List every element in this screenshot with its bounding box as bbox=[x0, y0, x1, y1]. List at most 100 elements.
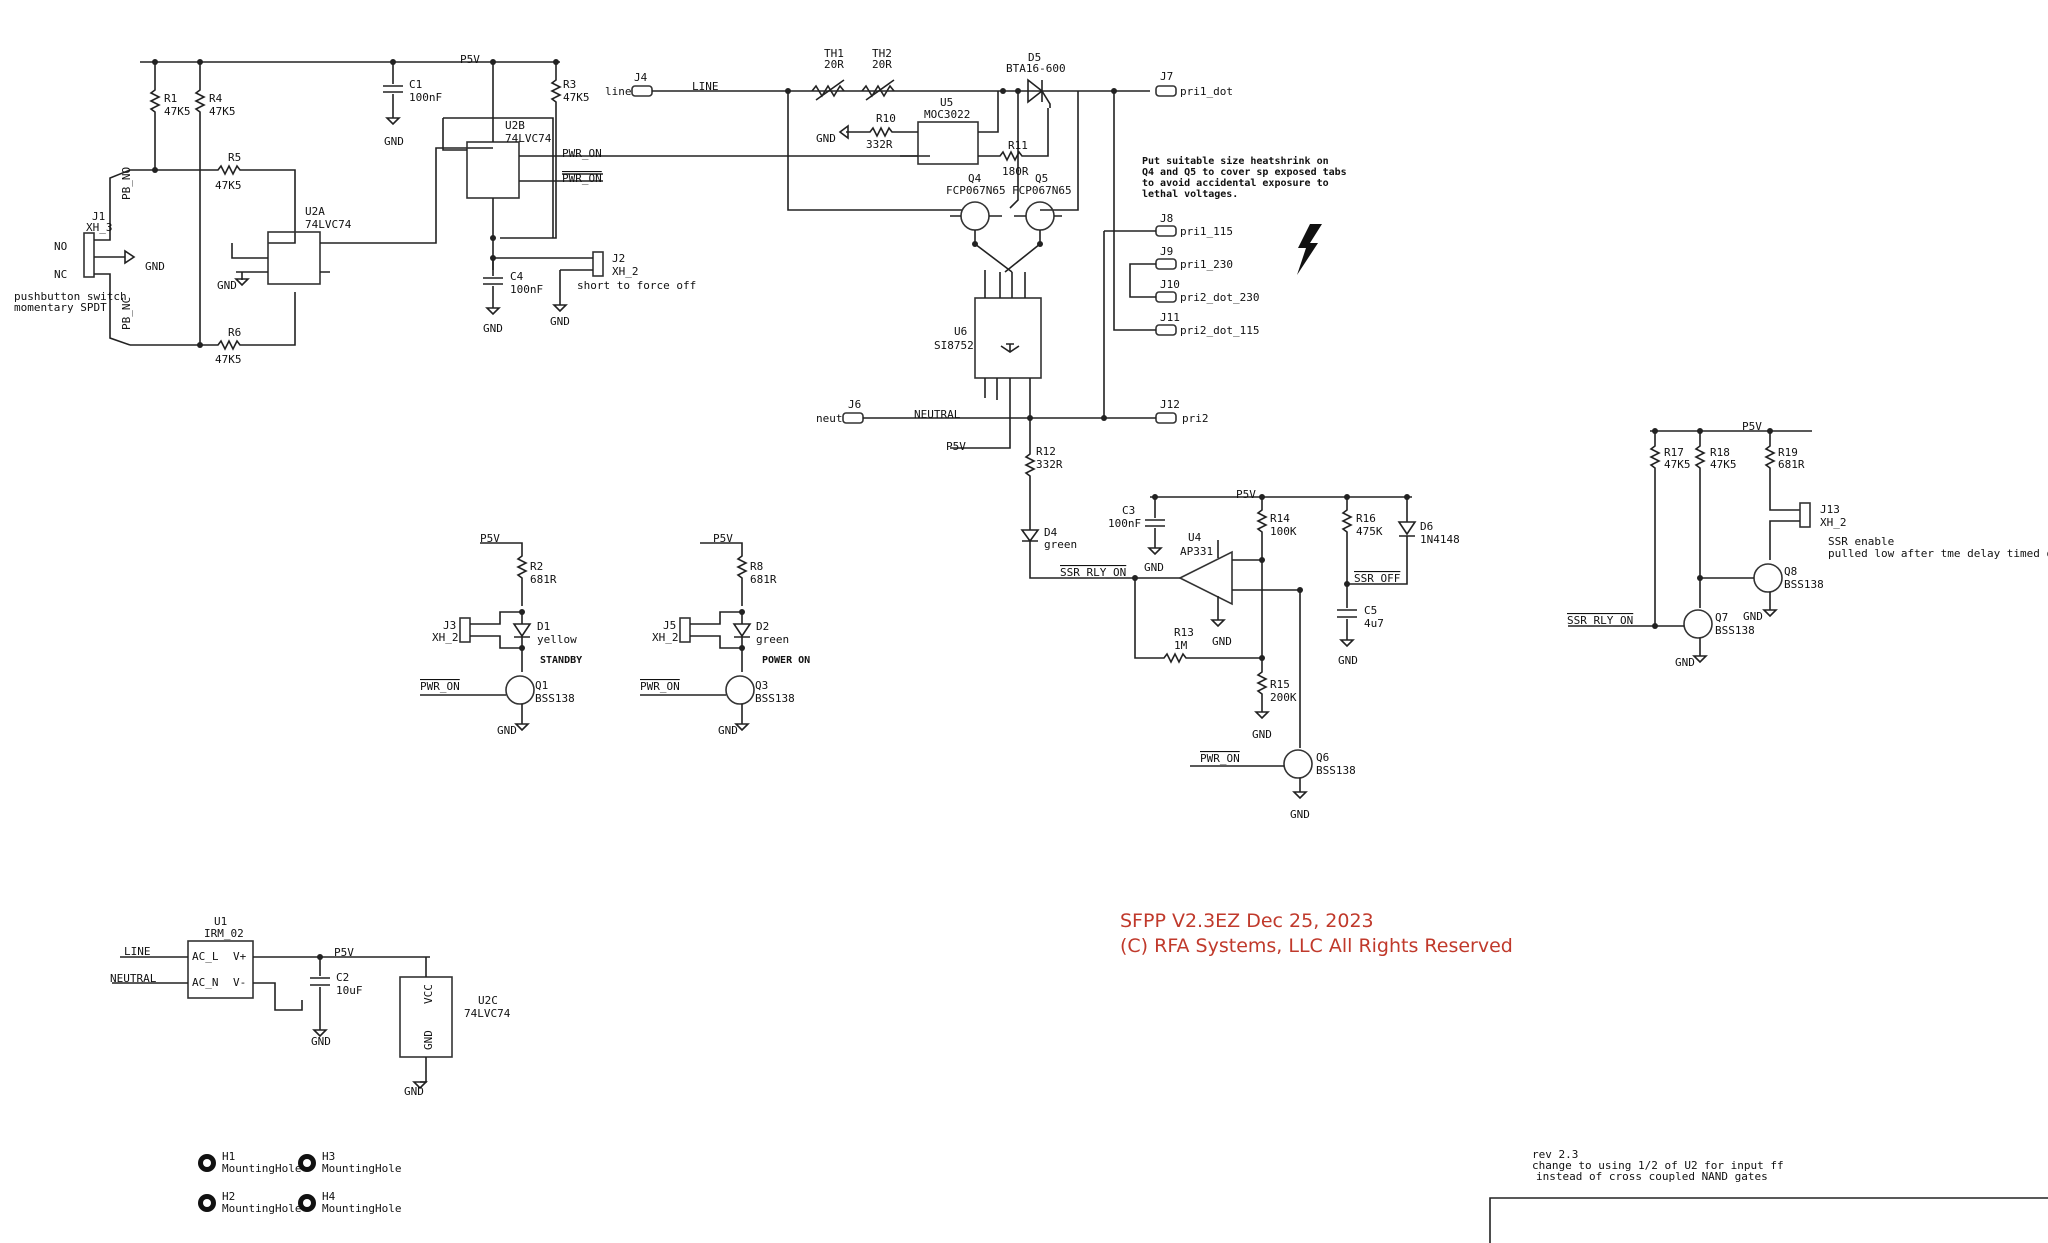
label-ssr-rly-on: SSR_RLY_ON bbox=[1060, 566, 1126, 579]
label-j5-ref: J5 bbox=[663, 619, 676, 632]
label-r16-ref: R16 bbox=[1356, 512, 1376, 525]
label-c1-val: 100nF bbox=[409, 91, 442, 104]
label-q3-ref: Q3 bbox=[755, 679, 768, 692]
label-r15-gnd: GND bbox=[1252, 728, 1272, 741]
label-c4-gnd: GND bbox=[483, 322, 503, 335]
ssr-enable-block bbox=[1568, 428, 1812, 664]
label-u2a-val: 74LVC74 bbox=[305, 218, 352, 231]
power-on-led-driver bbox=[640, 542, 755, 732]
label-th1-val: 20R bbox=[824, 58, 844, 71]
label-j2-gnd: GND bbox=[550, 315, 570, 328]
label-r8-ref: R8 bbox=[750, 560, 763, 573]
label-r5-ref: R5 bbox=[228, 151, 241, 164]
label-u1-vm: V- bbox=[233, 976, 246, 989]
label-u4-ref: U4 bbox=[1188, 531, 1202, 544]
label-line-net: LINE bbox=[692, 80, 719, 93]
label-j10-net: pri2_dot_230 bbox=[1180, 291, 1259, 304]
label-h1-val: MountingHole bbox=[222, 1162, 301, 1175]
label-r6-val: 47K5 bbox=[215, 353, 242, 366]
label-r14-ref: R14 bbox=[1270, 512, 1290, 525]
label-q3-gnd: GND bbox=[718, 724, 738, 737]
label-j6-ref: J6 bbox=[848, 398, 861, 411]
label-j5-val: XH_2 bbox=[652, 631, 679, 644]
label-r10-gnd: GND bbox=[816, 132, 836, 145]
label-th2-val: 20R bbox=[872, 58, 892, 71]
label-j8-net: pri1_115 bbox=[1180, 225, 1233, 238]
label-q7-val: BSS138 bbox=[1715, 624, 1755, 637]
label-th1-ref: TH1 bbox=[824, 47, 844, 60]
label-d2-val: green bbox=[756, 633, 789, 646]
copyright-line-2: (C) RFA Systems, LLC All Rights Reserved bbox=[1120, 935, 1513, 957]
label-r8-val: 681R bbox=[750, 573, 777, 586]
label-r11-ref: R11 bbox=[1008, 139, 1028, 152]
label-r15-ref: R15 bbox=[1270, 678, 1290, 691]
label-j1-gnd: GND bbox=[145, 260, 165, 273]
label-c2-val: 10uF bbox=[336, 984, 363, 997]
label-p5v-u6: P5V bbox=[946, 440, 966, 453]
label-r18-ref: R18 bbox=[1710, 446, 1730, 459]
label-q8-val: BSS138 bbox=[1784, 578, 1824, 591]
label-r2-val: 681R bbox=[530, 573, 557, 586]
label-j2-ref: J2 bbox=[612, 252, 625, 265]
label-h2-val: MountingHole bbox=[222, 1202, 301, 1215]
label-standby: STANDBY bbox=[540, 655, 582, 666]
label-r4-val: 47K5 bbox=[209, 105, 236, 118]
label-q8-ref: Q8 bbox=[1784, 565, 1797, 578]
label-u2b-ref: U2B bbox=[505, 119, 525, 132]
label-u5-val: MOC3022 bbox=[924, 108, 970, 121]
label-p5v-u4: P5V bbox=[1236, 488, 1256, 501]
label-ssr-desc2: pulled low after tme delay timed out bbox=[1828, 547, 2048, 560]
label-u2b-val: 74LVC74 bbox=[505, 132, 552, 145]
heatshrink-note-line-2: Q4 and Q5 to cover sp exposed tabs bbox=[1142, 167, 1347, 178]
label-u5-ref: U5 bbox=[940, 96, 953, 109]
label-u2c-gnd-pin: GND bbox=[422, 1030, 435, 1050]
revision-line-3: instead of cross coupled NAND gates bbox=[1536, 1170, 1768, 1183]
label-r5-val: 47K5 bbox=[215, 179, 242, 192]
label-c2-gnd: GND bbox=[311, 1035, 331, 1048]
label-q7-ref: Q7 bbox=[1715, 611, 1728, 624]
label-d2-ref: D2 bbox=[756, 620, 769, 633]
label-pwr-on-bar: PWR_ON bbox=[562, 172, 602, 185]
label-u2a-ref: U2A bbox=[305, 205, 325, 218]
revision-line-2: change to using 1/2 of U2 for input ff bbox=[1532, 1159, 1784, 1172]
label-u1-ref: U1 bbox=[214, 915, 227, 928]
label-q5-val: FCP067N65 bbox=[1012, 184, 1072, 197]
label-j4-ref: J4 bbox=[634, 71, 648, 84]
label-r10-val: 332R bbox=[866, 138, 893, 151]
label-j13-ref: J13 bbox=[1820, 503, 1840, 516]
label-r16-val: 475K bbox=[1356, 525, 1383, 538]
label-th2-ref: TH2 bbox=[872, 47, 892, 60]
label-h3-ref: H3 bbox=[322, 1150, 335, 1163]
label-c4-ref: C4 bbox=[510, 270, 524, 283]
label-j3-ref: J3 bbox=[443, 619, 456, 632]
label-c1-ref: C1 bbox=[409, 78, 422, 91]
heatshrink-note-line-1: Put suitable size heatshrink on bbox=[1142, 155, 1329, 167]
component-labels: P5VC1100nFGNDR147K5R447K5R347K5R547K5R64… bbox=[14, 47, 2048, 1215]
label-q4-val: FCP067N65 bbox=[946, 184, 1006, 197]
label-u1-acn: AC_N bbox=[192, 976, 219, 989]
label-r19-ref: R19 bbox=[1778, 446, 1798, 459]
label-c5-gnd: GND bbox=[1338, 654, 1358, 667]
label-ssr-desc1: SSR enable bbox=[1828, 535, 1894, 548]
label-h4-ref: H4 bbox=[322, 1190, 336, 1203]
label-r17-ref: R17 bbox=[1664, 446, 1684, 459]
label-j8-ref: J8 bbox=[1160, 212, 1173, 225]
label-u2c-gnd: GND bbox=[404, 1085, 424, 1098]
label-q8-gnd: GND bbox=[1743, 610, 1763, 623]
label-pwr-on-q1: PWR_ON bbox=[420, 680, 460, 693]
heatshrink-note-line-3: to avoid accidental exposure to bbox=[1142, 177, 1329, 189]
label-j1-val: XH_3 bbox=[86, 221, 113, 234]
label-c3-ref: C3 bbox=[1122, 504, 1135, 517]
label-j1-no: NO bbox=[54, 240, 67, 253]
label-pb-no: PB_NO bbox=[120, 167, 133, 200]
label-d6-val: 1N4148 bbox=[1420, 533, 1460, 546]
label-q7-gnd: GND bbox=[1675, 656, 1695, 669]
label-r2-ref: R2 bbox=[530, 560, 543, 573]
label-u6-val: SI8752 bbox=[934, 339, 974, 352]
label-j11-ref: J11 bbox=[1160, 311, 1180, 324]
label-pwr-on-q6: PWR_ON bbox=[1200, 752, 1240, 765]
label-r19-val: 681R bbox=[1778, 458, 1805, 471]
label-c1-gnd: GND bbox=[384, 135, 404, 148]
label-j12-net: pri2 bbox=[1182, 412, 1209, 425]
label-c5-ref: C5 bbox=[1364, 604, 1377, 617]
